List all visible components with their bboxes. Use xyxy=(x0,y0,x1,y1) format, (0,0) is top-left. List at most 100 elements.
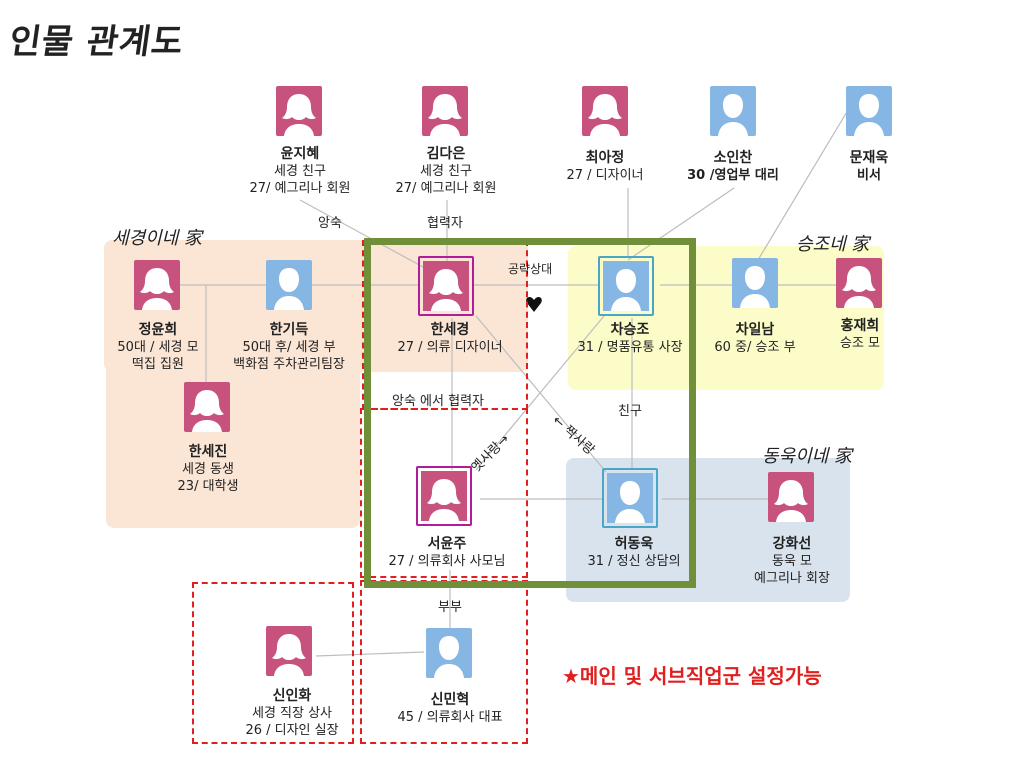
female-person-icon xyxy=(427,479,461,521)
female-person-icon xyxy=(774,480,808,522)
relation-label-friend: 친구 xyxy=(618,404,642,419)
person-name: 한세경 xyxy=(430,322,470,338)
person-desc: 세경 친구 xyxy=(274,164,326,179)
avatar-kang-hwasun[interactable] xyxy=(768,472,814,522)
person-moon-jaeuk: 문재욱 비서 xyxy=(824,150,914,184)
person-name: 차일남 xyxy=(735,322,775,338)
female-person-icon xyxy=(428,94,462,136)
female-person-icon xyxy=(842,266,876,308)
avatar-hong-jaehee[interactable] xyxy=(836,258,882,308)
avatar-moon-jaeuk[interactable] xyxy=(846,86,892,136)
person-kang-hwasun: 강화선 동욱 모 예그리나 회장 xyxy=(740,536,844,587)
person-desc: 27 / 의류회사 사모님 xyxy=(388,554,506,569)
person-cha-ilnam: 차일남 60 중/ 승조 부 xyxy=(700,322,810,356)
male-person-icon xyxy=(854,94,884,136)
female-person-icon xyxy=(272,634,306,676)
person-name: 최아정 xyxy=(585,150,625,166)
donguk-family-label: 동욱이네 家 xyxy=(762,446,852,467)
person-heo-donguk: 허동욱 31 / 정신 상담의 xyxy=(572,536,696,570)
main-cast-frame xyxy=(364,238,696,588)
person-desc: 세경 동생 xyxy=(182,462,234,477)
avatar-heo-donguk[interactable] xyxy=(602,468,658,528)
yunju-highlight-box xyxy=(360,408,528,578)
person-name: 차승조 xyxy=(610,322,650,338)
avatar-kim-daeun[interactable] xyxy=(422,86,468,136)
female-person-icon xyxy=(282,94,316,136)
person-seo-yunju: 서윤주 27 / 의류회사 사모님 xyxy=(372,536,522,570)
person-han-sejin: 한세진 세경 동생 23/ 대학생 xyxy=(156,444,260,495)
person-name: 윤지혜 xyxy=(280,146,320,162)
avatar-so-inchan[interactable] xyxy=(710,86,756,136)
person-name: 허동욱 xyxy=(614,536,654,552)
person-desc: 50대 / 세경 모 xyxy=(117,340,199,355)
person-so-inchan: 소인찬 30 /영업부 대리 xyxy=(670,150,796,184)
avatar-han-kideuk[interactable] xyxy=(266,260,312,310)
person-desc: 비서 xyxy=(857,168,881,183)
person-desc: 23/ 대학생 xyxy=(177,479,239,494)
person-desc: 31 / 정신 상담의 xyxy=(587,554,681,569)
person-desc: 동욱 모 xyxy=(771,554,812,569)
person-choi-ajung: 최아정 27 / 디자이너 xyxy=(545,150,665,184)
person-jung-yunhee: 정윤희 50대 / 세경 모 떡집 집원 xyxy=(104,322,212,373)
female-person-icon xyxy=(588,94,622,136)
inhwa-highlight-box xyxy=(192,582,354,744)
seungjo-family-label: 승조네 家 xyxy=(796,234,870,255)
avatar-yoon-jihye[interactable] xyxy=(276,86,322,136)
person-name: 홍재희 xyxy=(840,318,880,334)
person-desc: 30 /영업부 대리 xyxy=(687,168,779,183)
person-han-sekyung: 한세경 27 / 의류 디자이너 xyxy=(380,322,520,356)
sekyung-family-zone-lower xyxy=(106,360,360,528)
female-person-icon xyxy=(190,390,224,432)
avatar-jung-yunhee[interactable] xyxy=(134,260,180,310)
setting-note: ★메인 및 서브직업군 설정가능 xyxy=(562,664,822,688)
person-desc: 60 중/ 승조 부 xyxy=(714,340,796,355)
person-desc: 백화점 주차관리팀장 xyxy=(233,357,345,372)
person-name: 강화선 xyxy=(772,536,812,552)
male-person-icon xyxy=(615,481,645,523)
relation-label-partner: 공략상대 xyxy=(508,262,553,276)
person-name: 정윤희 xyxy=(138,322,178,338)
person-name: 한기득 xyxy=(269,322,309,338)
person-han-kideuk: 한기득 50대 후/ 세경 부 백화점 주차관리팀장 xyxy=(216,322,362,373)
avatar-choi-ajung[interactable] xyxy=(582,86,628,136)
person-desc: 27 / 디자이너 xyxy=(566,168,644,183)
relation-label-married: 부부 xyxy=(438,600,462,615)
avatar-han-sejin[interactable] xyxy=(184,382,230,432)
person-desc: 31 / 명품유통 사장 xyxy=(577,340,683,355)
person-desc: 예그리나 회장 xyxy=(754,571,830,586)
person-desc: 27/ 예그리나 회원 xyxy=(395,181,497,196)
person-hong-jaehee: 홍재희 승조 모 xyxy=(820,318,900,352)
heart-icon xyxy=(526,296,542,312)
avatar-cha-ilnam[interactable] xyxy=(732,258,778,308)
female-person-icon xyxy=(140,268,174,310)
male-person-icon xyxy=(718,94,748,136)
male-person-icon xyxy=(274,268,304,310)
avatar-han-sekyung[interactable] xyxy=(418,256,474,316)
person-shin-minhyuk: 신민혁 45 / 의류회사 대표 xyxy=(378,692,522,726)
person-name: 소인찬 xyxy=(713,150,753,166)
relation-label-enemy-to-helper: 앙숙 에서 협력자 xyxy=(392,394,484,409)
person-name: 신인화 xyxy=(272,688,312,704)
male-person-icon xyxy=(434,636,464,678)
person-desc: 26 / 디자인 실장 xyxy=(245,723,339,738)
person-desc: 45 / 의류회사 대표 xyxy=(397,710,503,725)
person-desc: 27 / 의류 디자이너 xyxy=(397,340,503,355)
avatar-shin-inhwa[interactable] xyxy=(266,626,312,676)
person-cha-seungjo: 차승조 31 / 명품유통 사장 xyxy=(560,322,700,356)
person-name: 문재욱 xyxy=(849,150,889,166)
person-desc: 떡집 집원 xyxy=(132,357,184,372)
relation-label-helper: 협력자 xyxy=(427,216,463,231)
person-desc: 세경 직장 상사 xyxy=(251,706,333,721)
avatar-seo-yunju[interactable] xyxy=(416,466,472,526)
person-yoon-jihye: 윤지혜 세경 친구 27/ 예그리나 회원 xyxy=(230,146,370,197)
male-person-icon xyxy=(740,266,770,308)
person-shin-inhwa: 신인화 세경 직장 상사 26 / 디자인 실장 xyxy=(232,688,352,739)
person-desc: 승조 모 xyxy=(839,336,880,351)
relation-label-angsuk: 앙숙 xyxy=(318,216,342,231)
avatar-cha-seungjo[interactable] xyxy=(598,256,654,316)
person-name: 김다은 xyxy=(426,146,466,162)
person-desc: 세경 친구 xyxy=(420,164,472,179)
avatar-shin-minhyuk[interactable] xyxy=(426,628,472,678)
person-name: 한세진 xyxy=(188,444,228,460)
person-desc: 50대 후/ 세경 부 xyxy=(242,340,336,355)
